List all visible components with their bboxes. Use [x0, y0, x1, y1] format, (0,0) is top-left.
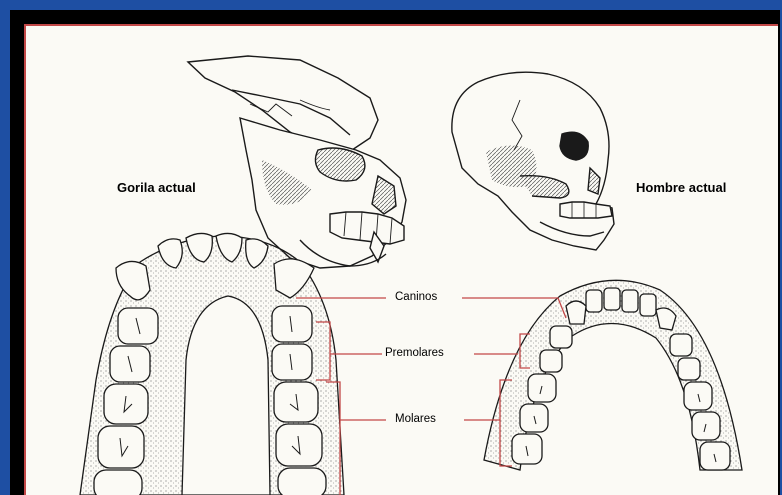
premolars-label: Premolares: [382, 347, 447, 359]
gorilla-dental-arch: [80, 233, 344, 495]
canines-label: Caninos: [392, 291, 440, 303]
human-skull: [452, 72, 614, 250]
molars-label: Molares: [392, 413, 439, 425]
human-dental-arch: [484, 280, 742, 470]
human-label: Hombre actual: [636, 180, 726, 195]
gorilla-label: Gorila actual: [117, 180, 196, 195]
